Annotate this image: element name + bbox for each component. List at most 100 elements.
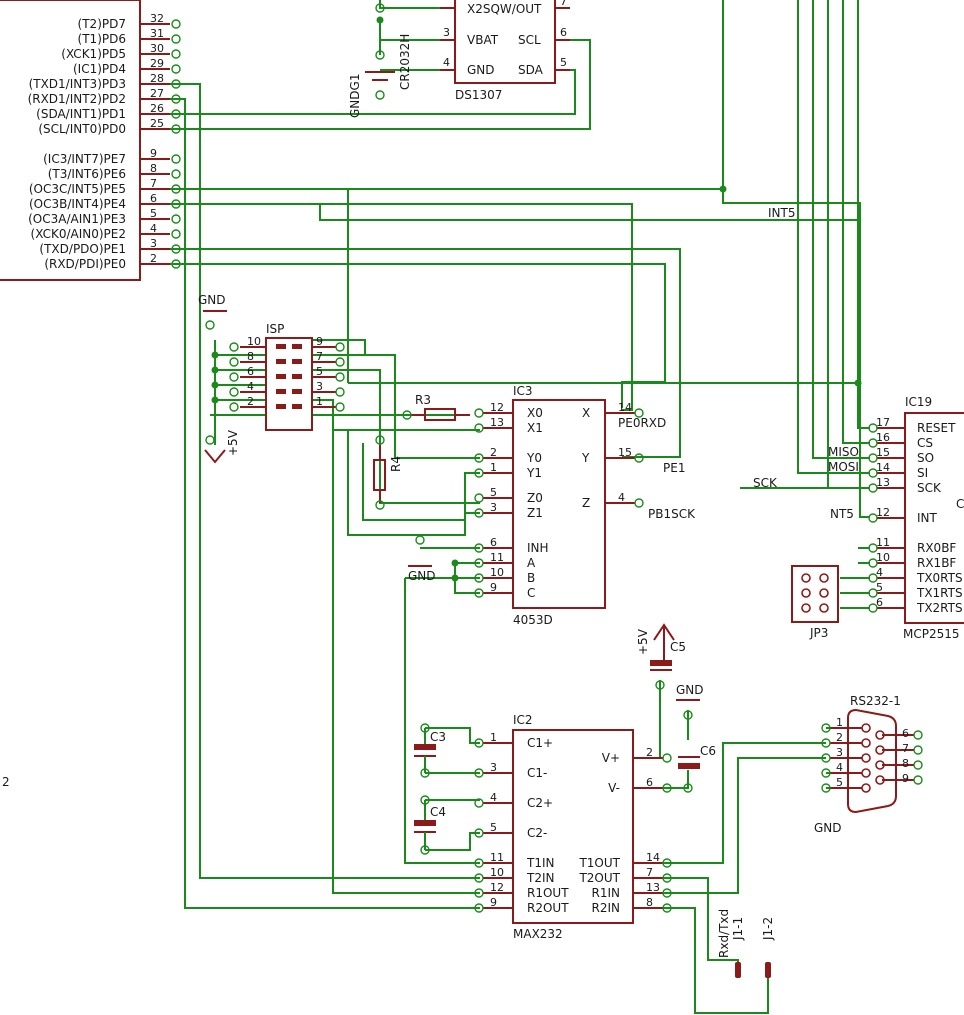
ic19-pin-list: RESET17CS16SO15SI14SCK13INT12RX0BF11RX1B… [868, 416, 963, 615]
ic2-left-pin-name: R2OUT [527, 901, 569, 915]
ic3-left-pin-num: 9 [490, 581, 497, 594]
ic3-left-pin-name: Y1 [526, 466, 542, 480]
ic3-left-pin-num: 11 [490, 551, 504, 564]
ic19-ref: IC19 [905, 395, 932, 409]
isp-pin-block [276, 359, 286, 364]
isp-left-num: 2 [247, 395, 254, 408]
mcu-pin-name: (OC3A/AIN1)PE3 [28, 212, 126, 226]
ic19-pad [868, 558, 878, 568]
ic2-right-pad [662, 753, 672, 763]
mcu-pin-pad [171, 94, 181, 104]
ic2-left-pin-num: 5 [490, 821, 497, 834]
mcu-side-number: 2 [2, 775, 10, 789]
isp-left-pad [229, 372, 239, 382]
ic2-left-pin-num: 1 [490, 731, 497, 744]
ic2-left-pad [474, 903, 484, 913]
net-int5: INT5 [768, 206, 795, 220]
j1-1-label: J1-1 [731, 917, 745, 941]
ic19-edge-letter: C [956, 497, 964, 511]
mcu-pin-name: (SDA/INT1)PD1 [36, 107, 126, 121]
ds1307-pin-scl: SCL [518, 33, 541, 47]
ic3-left-pin-name: INH [527, 541, 549, 555]
ic2-left-pin-name: C1+ [527, 736, 553, 750]
ic3-right-pad [634, 408, 644, 418]
ic3-left-pin-num: 1 [490, 461, 497, 474]
isp-left-pad [229, 342, 239, 352]
ds1307-label: DS1307 [455, 88, 502, 102]
net-miso: MISO [828, 445, 859, 459]
isp-right-pad [335, 357, 345, 367]
ic2-left-pin-num: 11 [490, 851, 504, 864]
ds1307-pin-sda: SDA [518, 63, 544, 77]
ic2-right-pin-name: R1IN [592, 886, 621, 900]
net-int5-b: NT5 [830, 507, 854, 521]
ic3-left-pad [474, 493, 484, 503]
ic2-left-pad [474, 858, 484, 868]
ic19-pin-name: RX1BF [917, 556, 956, 570]
mcu-pin-pad [171, 259, 181, 269]
rs232-right-socket [875, 760, 885, 770]
ic2-left-pad [474, 738, 484, 748]
jp3-label: JP3 [809, 626, 828, 640]
ic2-right-pad [662, 783, 672, 793]
mcu-pin-name: (IC3/INT7)PE7 [43, 152, 126, 166]
ic3-right-pin-num: 14 [618, 401, 632, 414]
rs232-right-pad [913, 745, 923, 755]
mcu-pin-name: (T1)PD6 [78, 32, 126, 46]
mcu-pin-pad [171, 109, 181, 119]
c6-label: C6 [700, 744, 716, 758]
ic3-right-pad [634, 498, 644, 508]
ic2-left-pad [474, 888, 484, 898]
rs232-left-pad [821, 753, 831, 763]
ds1307-rtc: X2SQW/OUT VBAT SCL GND SDA 7 3 6 4 5 DS1… [348, 0, 570, 118]
isp-pin-block [276, 389, 286, 394]
ic2-left-pin-num: 9 [490, 896, 497, 909]
ic3-left-pin-num: 12 [490, 401, 504, 414]
rs232-left-socket [861, 783, 871, 793]
mcu-pin-pad [171, 19, 181, 29]
c6-gnd-label: GND [676, 683, 704, 697]
mcu-pin-number: 2 [150, 252, 157, 265]
rs232-label: RS232-1 [850, 694, 901, 708]
isp-pin-block [292, 359, 302, 364]
ic2-left-pin-num: 4 [490, 791, 497, 804]
net-wires [170, 0, 870, 1014]
mcu-pin-number: 26 [150, 102, 164, 115]
ic2-max232: IC2 MAX232 C1+1C1-3C2+4C2-5T1IN11T2IN10R… [474, 713, 672, 941]
ic2-left-pad [474, 798, 484, 808]
ic3-left-pad [474, 573, 484, 583]
rs232-right-num: 8 [902, 757, 909, 770]
ic2-right-pin-num: 14 [646, 851, 660, 864]
isp-vcc-label: +5V [226, 429, 240, 456]
ic2-right-pin-name: R2IN [592, 901, 621, 915]
net-mosi: MOSI [828, 460, 859, 474]
ic3-right-net: PE1 [663, 461, 685, 475]
mcu-pin-pad [171, 244, 181, 254]
ic19-pin-name: SCK [917, 481, 942, 495]
ic3-left-pin-name: B [527, 571, 535, 585]
ic3-left-pad [474, 453, 484, 463]
rs232-left-num: 4 [836, 761, 843, 774]
ic2-left-pad [474, 768, 484, 778]
mcu-pin-number: 4 [150, 222, 157, 235]
ic19-pin-name: CS [917, 436, 933, 450]
mcu-pin-name: (RXD/PDI)PE0 [44, 257, 126, 271]
mcu-pin-pad [171, 64, 181, 74]
ic3-left-pin-name: X1 [527, 421, 543, 435]
rs232-right-num: 7 [902, 742, 909, 755]
mcu-pin-number: 3 [150, 237, 157, 250]
rs232-left-pad [821, 738, 831, 748]
ic2-left-pin-name: T1IN [526, 856, 554, 870]
isp-right-pad [335, 342, 345, 352]
ic19-pin-name: TX1RTS [916, 586, 963, 600]
mcu-pin-number: 7 [150, 177, 157, 190]
isp-pin-block [292, 344, 302, 349]
isp-right-pad [335, 387, 345, 397]
ds1307-num-6: 6 [560, 26, 567, 39]
rs232-left-pad [821, 768, 831, 778]
mcu-pin-pad [171, 154, 181, 164]
